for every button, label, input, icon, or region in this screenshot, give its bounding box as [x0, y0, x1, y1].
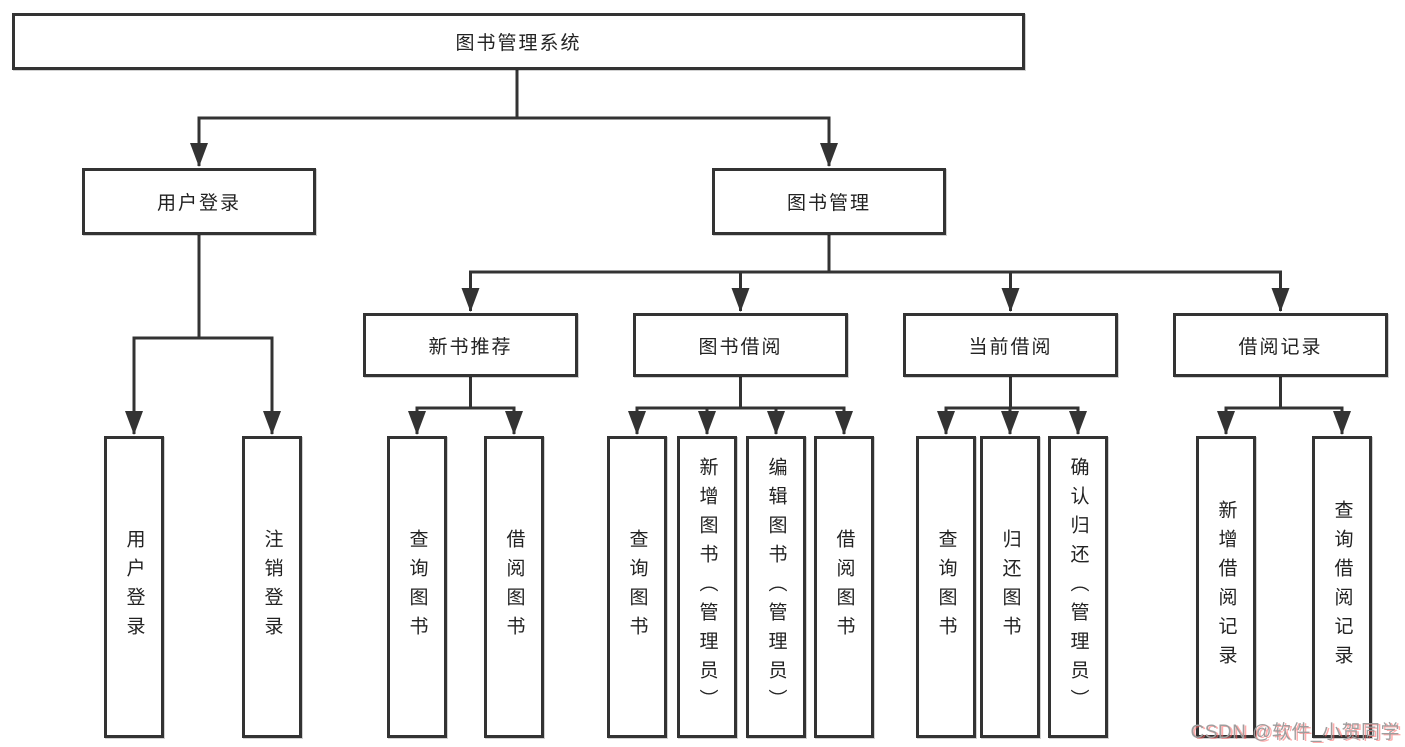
node-root: 图书管理系统: [12, 13, 1025, 70]
leaf-borrow-query-books-label: 查询图书: [626, 529, 648, 645]
leaf-current-confirm-return-admin: 确认归还（管理员）: [1048, 436, 1108, 738]
leaf-newrec-borrow-books: 借阅图书: [484, 436, 544, 738]
node-new-book-recommend-label: 新书推荐: [428, 336, 513, 358]
node-book-borrow: 图书借阅: [633, 313, 848, 377]
node-current-borrow: 当前借阅: [903, 313, 1118, 377]
leaf-borrow-add-books-admin: 新增图书（管理员）: [677, 436, 737, 738]
leaf-records-add-record: 新增借阅记录: [1196, 436, 1256, 738]
node-user-login: 用户登录: [82, 168, 316, 235]
leaf-current-return-books-label: 归还图书: [999, 529, 1021, 645]
leaf-records-add-record-label: 新增借阅记录: [1215, 500, 1237, 674]
node-current-borrow-label: 当前借阅: [968, 336, 1053, 358]
node-book-management: 图书管理: [712, 168, 946, 235]
leaf-newrec-query-books: 查询图书: [387, 436, 447, 738]
leaf-user-login: 用户登录: [104, 436, 164, 738]
leaf-logout-label: 注销登录: [261, 529, 283, 645]
leaf-borrow-query-books: 查询图书: [607, 436, 667, 738]
node-book-management-label: 图书管理: [786, 193, 871, 214]
node-new-book-recommend: 新书推荐: [363, 313, 578, 377]
watermark: CSDN @软件_小贺同学: [1190, 722, 1400, 743]
leaf-newrec-borrow-books-label: 借阅图书: [503, 529, 525, 645]
leaf-borrow-edit-books-admin-label: 编辑图书（管理员）: [765, 456, 787, 718]
node-borrow-records-label: 借阅记录: [1238, 336, 1323, 358]
leaf-logout: 注销登录: [242, 436, 302, 738]
leaf-records-query-record-label: 查询借阅记录: [1331, 500, 1353, 674]
leaf-records-query-record: 查询借阅记录: [1312, 436, 1372, 738]
leaf-borrow-add-books-admin-label: 新增图书（管理员）: [696, 456, 718, 718]
leaf-current-query-books-label: 查询图书: [935, 529, 957, 645]
leaf-current-query-books: 查询图书: [916, 436, 976, 738]
node-user-login-label: 用户登录: [156, 193, 241, 214]
leaf-newrec-query-books-label: 查询图书: [406, 529, 428, 645]
leaf-user-login-label: 用户登录: [123, 529, 145, 645]
leaf-current-return-books: 归还图书: [980, 436, 1040, 738]
leaf-current-confirm-return-admin-label: 确认归还（管理员）: [1067, 456, 1089, 718]
leaf-borrow-borrow-books-label: 借阅图书: [833, 529, 855, 645]
node-root-label: 图书管理系统: [455, 33, 582, 54]
node-borrow-records: 借阅记录: [1173, 313, 1388, 377]
leaf-borrow-borrow-books: 借阅图书: [814, 436, 874, 738]
node-book-borrow-label: 图书借阅: [698, 336, 783, 358]
leaf-borrow-edit-books-admin: 编辑图书（管理员）: [746, 436, 806, 738]
